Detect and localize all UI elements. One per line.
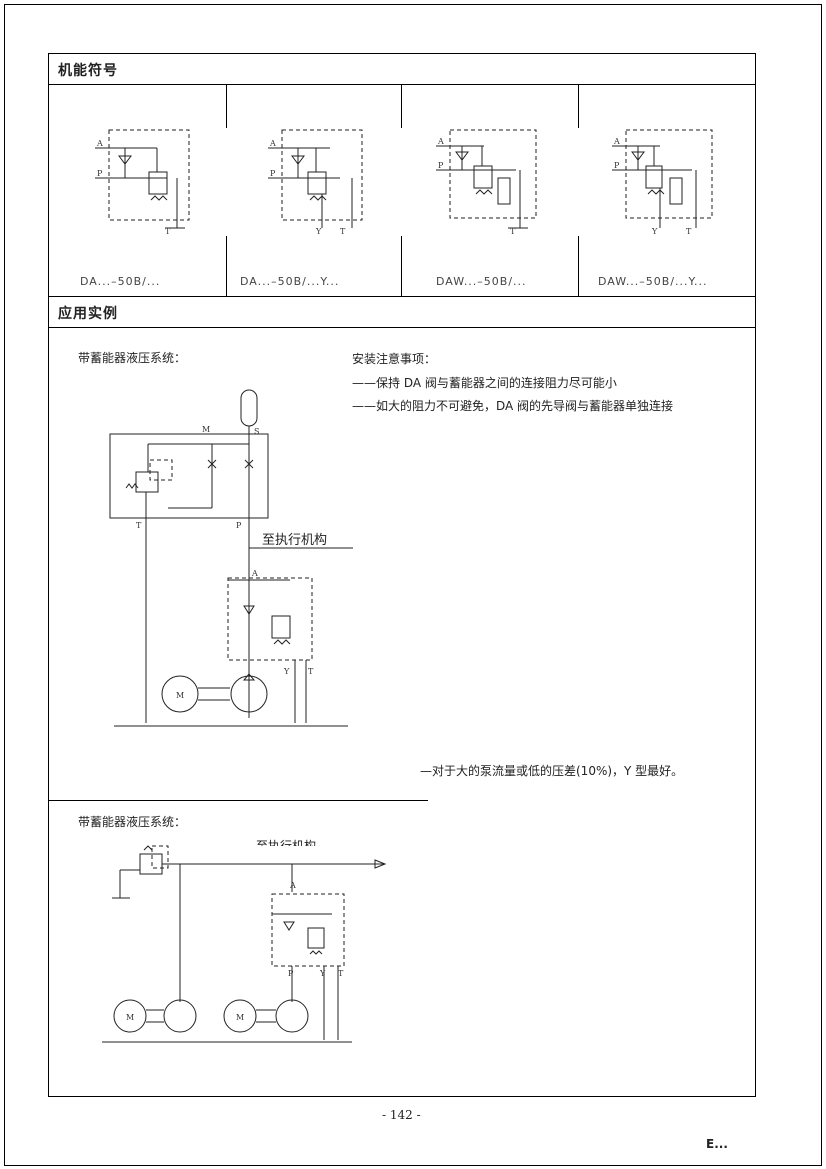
symbol-label-da-y: DA...–50B/...Y... — [240, 275, 340, 288]
port-label-a: A — [251, 569, 258, 578]
page-frame — [4, 4, 822, 1166]
port-label-m: M — [202, 425, 210, 434]
port-label-a: A — [289, 881, 296, 890]
install-notes-title: 安装注意事项： — [352, 352, 437, 366]
examples-header-bottom — [48, 327, 755, 328]
port-label-y: Y — [651, 227, 658, 236]
port-label-s: S — [254, 427, 259, 436]
port-label-y: Y — [319, 969, 326, 978]
corner-mark: E... — [706, 1137, 728, 1151]
port-label-a: A — [613, 137, 620, 146]
port-label-t: T — [340, 227, 346, 236]
install-note-1: ——保持 DA 阀与蓄能器之间的连接阻力尽可能小 — [352, 376, 617, 390]
port-label-a: A — [269, 139, 276, 148]
port-label-p: P — [270, 169, 276, 178]
port-label-a: A — [96, 139, 103, 148]
content-frame — [48, 53, 756, 1097]
motor-label: M — [126, 1013, 134, 1022]
install-note-2: ——如大的阻力不可避免，DA 阀的先导阀与蓄能器单独连接 — [352, 399, 674, 413]
examples-section-title: 应用实例 — [58, 306, 118, 322]
motor-label: M — [176, 691, 184, 700]
symbol-label-daw-y: DAW...–50B/...Y... — [598, 275, 708, 288]
example2-hydraulic-diagram: A P Y T M M — [102, 845, 387, 1043]
symbol-label-daw: DAW...–50B/... — [436, 275, 527, 288]
port-label-p: P — [438, 161, 444, 170]
symbol-col-divider-3b — [578, 236, 579, 296]
port-label-a: A — [437, 137, 444, 146]
port-label-p: P — [288, 969, 294, 978]
port-label-y: Y — [283, 667, 290, 676]
examples-header-top — [48, 296, 755, 297]
symbols-section-title: 机能符号 — [58, 63, 118, 79]
port-label-t: T — [165, 227, 171, 236]
to-actuator-label-2: 至执行机构 — [256, 839, 317, 846]
example-divider — [48, 800, 428, 801]
port-label-p: P — [97, 169, 103, 178]
motor-label: M — [236, 1013, 244, 1022]
port-label-t: T — [510, 227, 516, 236]
page-number: - 142 - — [382, 1108, 421, 1122]
example1-caption: 带蓄能器液压系统： — [78, 351, 187, 365]
port-label-t: T — [686, 227, 692, 236]
port-label-t: T — [136, 521, 142, 530]
symbol-col-divider-3 — [578, 84, 579, 128]
port-label-p: P — [614, 161, 620, 170]
port-label-y: Y — [315, 227, 322, 236]
symbol-diagram-daw-y: A P Y T — [612, 129, 713, 236]
example1-footnote: —对于大的泵流量或低的压差(10%)，Y 型最好。 — [420, 764, 684, 778]
symbol-diagram-daw: A P T — [436, 129, 537, 236]
port-label-t: T — [308, 667, 314, 676]
symbol-diagram-da-y: A P Y T — [268, 129, 363, 236]
port-label-t: T — [338, 969, 344, 978]
symbol-col-divider-1 — [226, 84, 227, 128]
symbol-label-da: DA...–50B/... — [80, 275, 161, 288]
to-actuator-label-1: 至执行机构 — [262, 533, 328, 548]
example2-caption: 带蓄能器液压系统： — [78, 815, 187, 829]
symbol-col-divider-2b — [401, 236, 402, 296]
port-label-p: P — [236, 521, 242, 530]
symbol-col-divider-2 — [401, 84, 402, 128]
symbol-diagram-da: A P T — [95, 129, 190, 236]
symbol-col-divider-1b — [226, 236, 227, 296]
example1-hydraulic-diagram: M S T P A Y T M — [109, 389, 353, 727]
